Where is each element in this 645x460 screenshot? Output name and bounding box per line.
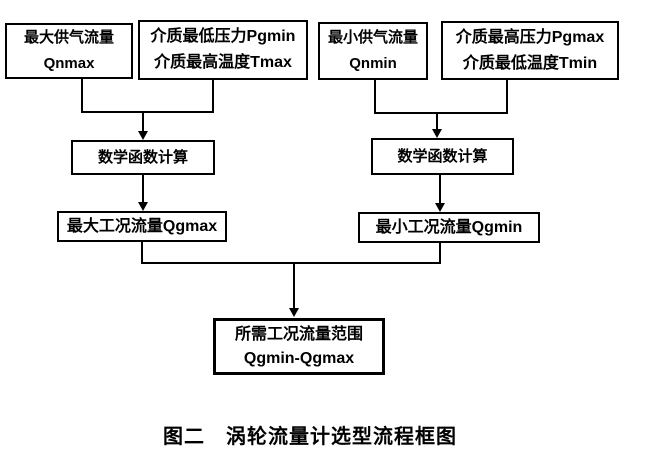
figure-caption: 图二 涡轮流量计选型流程框图: [163, 426, 457, 448]
box-min-working-flow-label: 最小工况流量Qgmin: [375, 218, 523, 236]
box-math-calc-left-label: 数学函数计算: [97, 148, 188, 166]
box-max-supply-flow-line2: Qnmax: [43, 55, 95, 72]
box-medium-min-pressure-line: 介质最低压力Pgmin: [150, 28, 296, 45]
connector-right-group-vline1: [374, 80, 376, 114]
box-max-supply-flow-line1: 最大供气流量: [23, 29, 114, 46]
box-medium-min-temp-line: 介质最低温度Tmin: [462, 54, 598, 72]
connector-merge-vline-left: [141, 242, 143, 264]
connector-left-group-vline1: [81, 79, 83, 113]
box-required-flow-range-line2: Qgmin-Qgmax: [243, 349, 355, 367]
box-max-working-flow-label: 最大工况流量Qgmax: [66, 217, 218, 235]
connector-left-group-hline: [81, 111, 214, 113]
arrowhead-to-qgmax: [138, 202, 148, 211]
connector-math-left-arrow-stem: [142, 175, 144, 203]
box-max-supply-flow: 最大供气流量 Qnmax: [5, 23, 133, 79]
box-math-calc-left: 数学函数计算: [71, 140, 215, 175]
box-max-working-flow: 最大工况流量Qgmax: [57, 211, 227, 242]
connector-merge-hline: [141, 262, 441, 264]
box-min-supply-flow-line2: Qnmin: [349, 55, 397, 72]
connector-merge-vline-right: [439, 243, 441, 264]
box-math-calc-right-label: 数学函数计算: [397, 147, 488, 165]
box-medium-max-pressure-min-temp: 介质最高压力Pgmax 介质最低温度Tmin: [441, 21, 619, 80]
connector-right-group-arrow-stem: [436, 114, 438, 130]
connector-right-group-vline2: [506, 80, 508, 114]
connector-math-right-arrow-stem: [439, 175, 441, 204]
box-min-supply-flow-line1: 最小供气流量: [327, 29, 418, 46]
box-medium-max-pressure-line: 介质最高压力Pgmax: [455, 28, 605, 46]
arrowhead-to-qgmin: [435, 203, 445, 212]
box-required-flow-range-line1: 所需工况流量范围: [234, 325, 363, 343]
arrowhead-to-math-right: [432, 129, 442, 138]
connector-left-group-arrow-stem: [142, 113, 144, 132]
arrowhead-to-math-left: [138, 131, 148, 140]
box-medium-min-pressure-max-temp: 介质最低压力Pgmin 介质最高温度Tmax: [138, 20, 308, 80]
arrowhead-to-result: [289, 308, 299, 317]
box-medium-max-temp-line: 介质最高温度Tmax: [154, 54, 292, 71]
connector-right-group-hline: [374, 112, 508, 114]
box-required-flow-range: 所需工况流量范围 Qgmin-Qgmax: [213, 318, 385, 375]
box-min-supply-flow: 最小供气流量 Qnmin: [318, 22, 428, 80]
connector-merge-arrow-stem: [293, 264, 295, 309]
connector-left-group-vline2: [212, 80, 214, 113]
box-min-working-flow: 最小工况流量Qgmin: [358, 212, 540, 243]
box-math-calc-right: 数学函数计算: [371, 138, 514, 175]
